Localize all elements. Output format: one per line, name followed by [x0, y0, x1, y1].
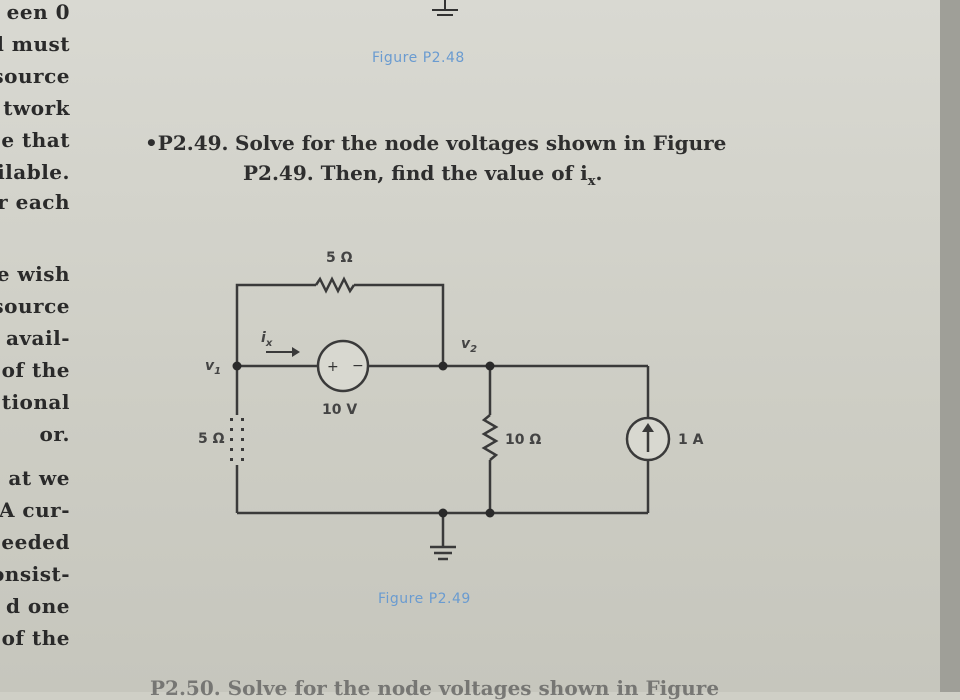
- left-column-line: of the: [1, 626, 70, 650]
- node-v1-label: v1: [205, 358, 221, 377]
- node-v2-text: v: [461, 336, 471, 352]
- left-column-line: e that: [1, 128, 70, 152]
- left-column-line: een 0: [6, 0, 70, 24]
- left-column-line: r each: [0, 190, 70, 214]
- left-column-line: avail-: [5, 326, 70, 350]
- figure-p2-49-caption: Figure P2.49: [378, 591, 471, 607]
- top-resistor-label: 5 Ω: [326, 250, 353, 266]
- ground-symbol: [430, 545, 456, 561]
- left-column-text: een 0 d must source twork e that ilable. r eac…: [0, 0, 80, 692]
- problem-line-2-end: .: [595, 161, 603, 185]
- problem-p2-49: •P2.49.Solve for the node voltages shown…: [145, 128, 785, 197]
- textbook-page: een 0 d must source twork e that ilable. r eac…: [0, 0, 940, 700]
- left-column-line: d one: [5, 594, 70, 618]
- problem-number: •P2.49.: [145, 131, 229, 155]
- problem-line-2-subscript: x: [587, 174, 596, 189]
- node-v2-label: v2: [461, 336, 477, 355]
- left-column-line: of the: [1, 358, 70, 382]
- left-column-line: e wish: [0, 262, 70, 286]
- voltage-source-minus: −: [352, 358, 364, 374]
- node-v1-sub: 1: [214, 365, 222, 377]
- left-resistor-dots: [230, 418, 244, 461]
- problem-line-1: Solve for the node voltages shown in Fig…: [235, 131, 727, 155]
- current-label-sub: x: [265, 337, 273, 349]
- node-v1-text: v: [205, 358, 215, 374]
- voltage-source-circle: [316, 339, 370, 393]
- left-column-line: eeded: [1, 530, 70, 554]
- bottom-node-dot: [485, 508, 495, 518]
- left-column-line: onsist-: [0, 562, 70, 586]
- left-column-line: A cur-: [0, 498, 70, 522]
- current-source-arrow-head: [642, 423, 654, 432]
- figure-p2-48-caption: Figure P2.48: [372, 50, 465, 66]
- left-resistor-label: 5 Ω: [198, 431, 225, 447]
- left-column-line: ilable.: [0, 160, 70, 184]
- node-v2-sub: 2: [470, 343, 478, 355]
- left-column-line: at we: [8, 466, 70, 490]
- left-column-line: twork: [3, 96, 70, 120]
- node-v2-dot: [485, 361, 495, 371]
- middle-resistor-label: 10 Ω: [505, 432, 542, 448]
- node-junction-dot: [438, 361, 448, 371]
- ground-node-dot: [438, 508, 448, 518]
- middle-resistor-zigzag: [481, 414, 499, 461]
- current-ix-label: ix: [261, 330, 272, 349]
- left-column-line: source: [0, 64, 70, 88]
- left-column-line: source: [0, 294, 70, 318]
- next-problem-cut-text: P2.50. Solve for the node voltages shown…: [150, 676, 720, 700]
- current-label-text: i: [261, 330, 266, 346]
- current-arrow-head: [292, 347, 300, 357]
- page-edge-shadow: [940, 0, 960, 692]
- current-source-label: 1 A: [678, 432, 704, 448]
- voltage-source-label: 10 V: [322, 402, 358, 418]
- node-v1-dot: [232, 361, 242, 371]
- left-column-line: tional: [1, 390, 70, 414]
- top-resistor-zigzag: [314, 276, 356, 294]
- left-column-line: d must: [0, 32, 70, 56]
- voltage-source-plus: +: [327, 359, 339, 375]
- left-column-line: or.: [39, 422, 70, 446]
- problem-line-2: P2.49. Then, find the value of i: [243, 161, 588, 185]
